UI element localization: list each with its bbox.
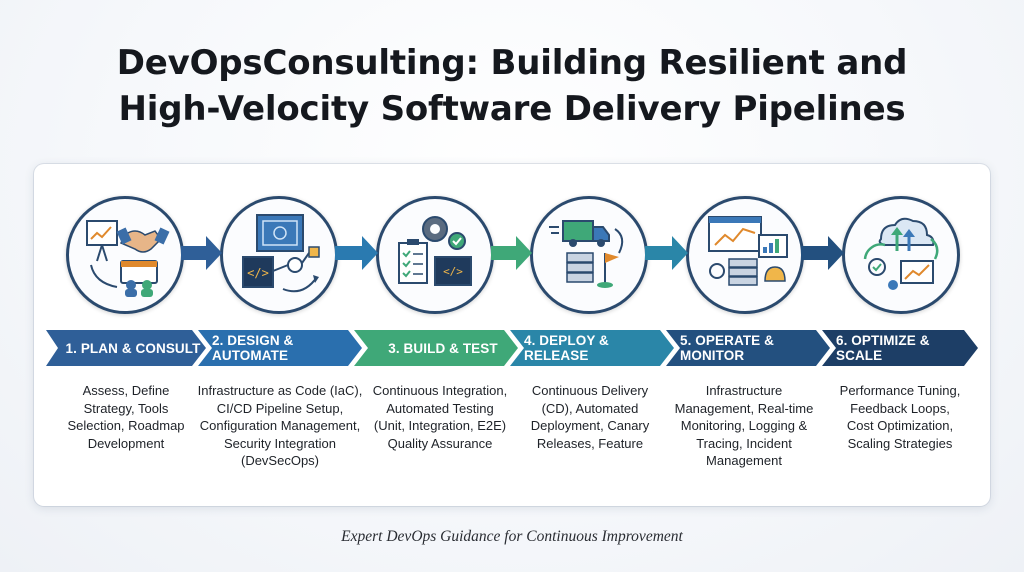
cloud-scale-icon (842, 196, 960, 314)
stage-description-5: Infrastructure Management, Real-time Mon… (674, 383, 814, 468)
svg-text:</>: </> (247, 266, 269, 280)
stage-label-2: 2. DESIGN & AUTOMATE (212, 333, 294, 363)
title-line-2: High-Velocity Software Delivery Pipeline… (118, 89, 906, 129)
stage-label-5: 5. OPERATE & MONITOR (680, 333, 774, 363)
stage-chevron-3: 3. BUILD & TEST (354, 330, 518, 366)
connector-arrow-2-3 (335, 236, 378, 270)
dashboard-monitor-icon (686, 196, 804, 314)
stage-label-1: 1. PLAN & CONSULT (65, 340, 201, 356)
stage-description-4: Continuous Delivery (CD), Automated Depl… (530, 383, 650, 451)
title-line-1: DevOpsConsulting: Building Resilient and (116, 43, 908, 83)
stage-label-4: 4. DEPLOY & RELEASE (524, 333, 609, 363)
stage-description-6: Performance Tuning, Feedback Loops, Cost… (839, 383, 961, 451)
footer-tagline: Expert DevOps Guidance for Continuous Im… (341, 528, 683, 545)
stage-label-6: 6. OPTIMIZE & SCALE (836, 333, 930, 363)
connector-arrow-1-2 (181, 236, 222, 270)
stage-description-3: Continuous Integration, Automated Testin… (372, 383, 508, 451)
truck-server-flag-icon (530, 196, 648, 314)
stage-chevron-2: 2. DESIGN & AUTOMATE (198, 330, 362, 366)
stage-description-2: Infrastructure as Code (IaC), CI/CD Pipe… (197, 383, 363, 468)
stage-chevron-5: 5. OPERATE & MONITOR (666, 330, 830, 366)
connector-arrow-5-6 (801, 236, 844, 270)
connector-arrow-4-5 (645, 236, 688, 270)
stage-chevron-1: 1. PLAN & CONSULT (46, 330, 206, 366)
stage-chevron-6: 6. OPTIMIZE & SCALE (822, 330, 978, 366)
stage-chevron-4: 4. DEPLOY & RELEASE (510, 330, 674, 366)
stage-label-3: 3. BUILD & TEST (388, 340, 498, 356)
stage-description-1: Assess, Define Strategy, Tools Selection… (67, 383, 185, 451)
svg-text:</>: </> (443, 265, 463, 278)
page-title: DevOpsConsulting: Building Resilient and… (0, 40, 1024, 132)
stage-chevron-row: 1. PLAN & CONSULT 2. DESIGN & AUTOMATE 3… (46, 330, 978, 366)
connector-arrow-3-4 (491, 236, 532, 270)
gears-checklist-icon: </> (376, 196, 494, 314)
blueprint-code-icon: </> (220, 196, 338, 314)
